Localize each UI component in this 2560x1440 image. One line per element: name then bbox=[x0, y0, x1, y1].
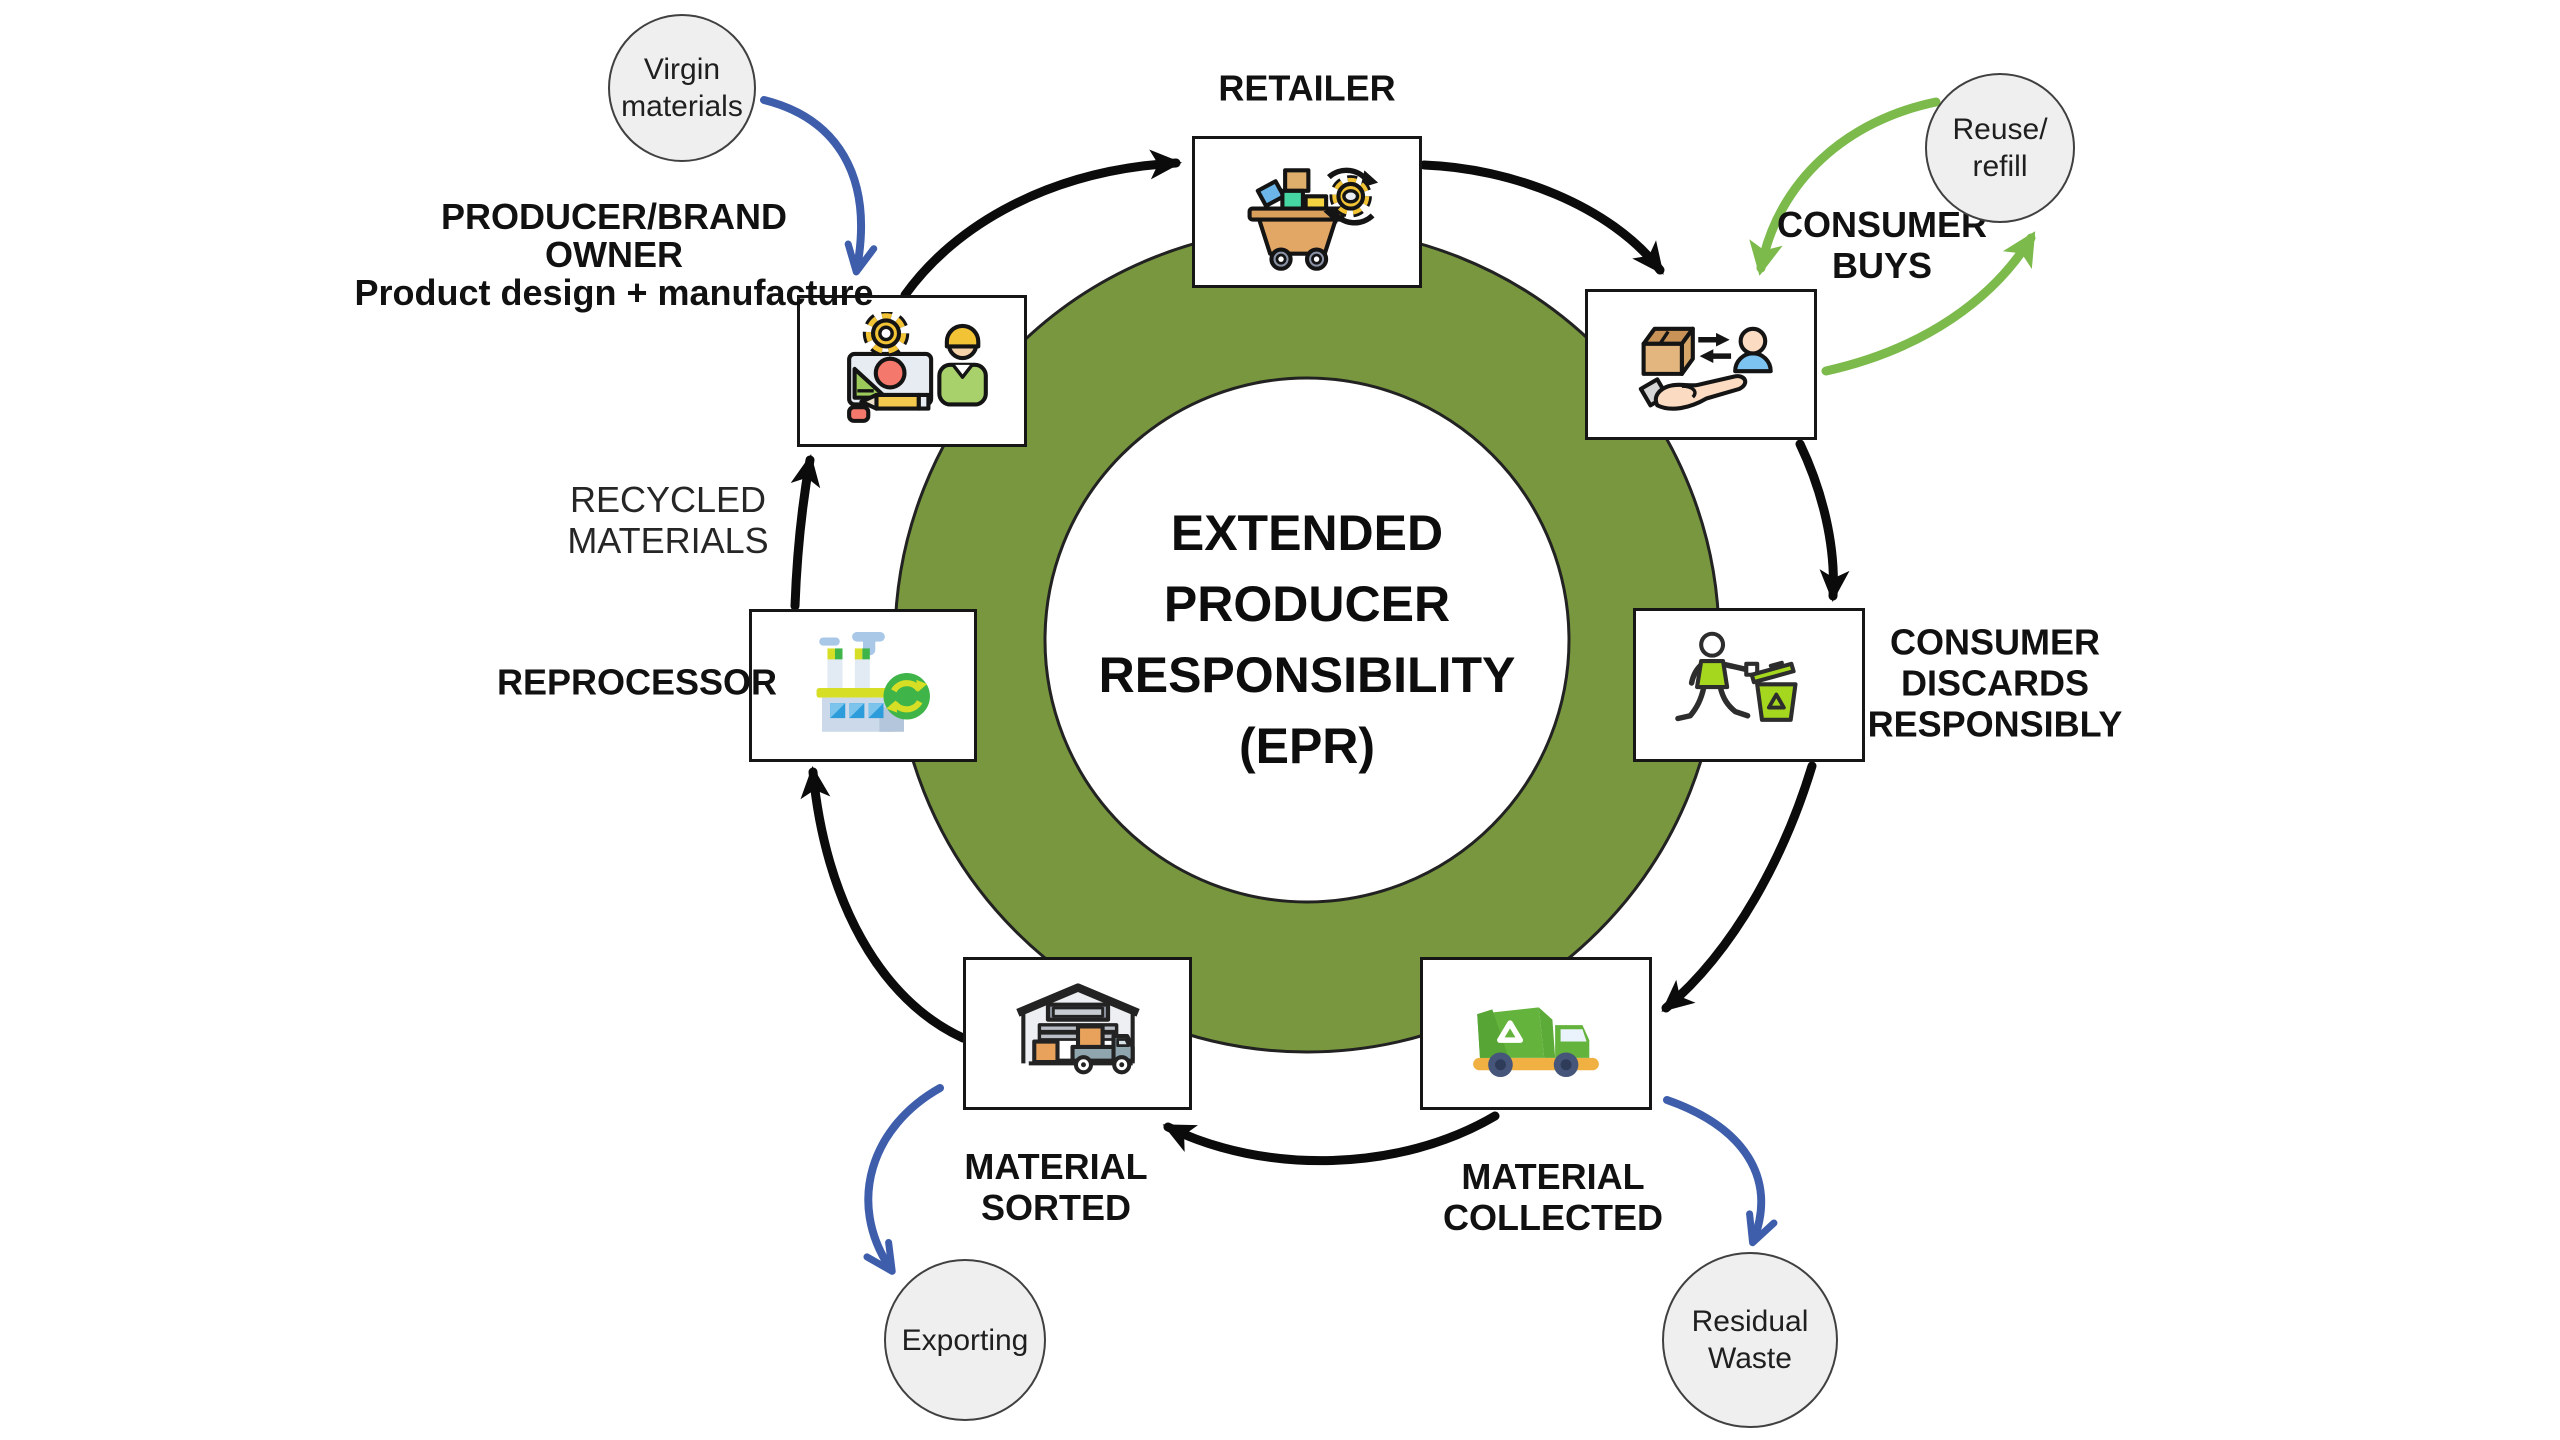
arrow-discards-to-collected bbox=[1661, 761, 1817, 1013]
arrow-consumer-buys-to-reuse bbox=[1821, 231, 2036, 376]
bubble-text: Exporting bbox=[901, 1323, 1029, 1357]
arrow-producer-to-retailer bbox=[900, 149, 1182, 300]
warehouse-sorting-icon bbox=[1015, 982, 1140, 1074]
label-consumer-discards: CONSUMER DISCARDS RESPONSIBLY bbox=[1867, 621, 2123, 745]
center-title-line: PRODUCER bbox=[1163, 576, 1451, 632]
epr-ring-inner bbox=[1043, 376, 1571, 904]
stage-box-material-sorted bbox=[963, 957, 1192, 1110]
purchase-handover-icon bbox=[1638, 326, 1773, 411]
stage-box-reprocessor bbox=[749, 609, 977, 762]
center-title-line: RESPONSIBILITY bbox=[1098, 647, 1516, 703]
center-title-line: EXTENDED bbox=[1170, 505, 1444, 561]
label-consumer-buys: CONSUMER BUYS bbox=[1776, 204, 1987, 286]
arrow-virgin-to-producer bbox=[760, 96, 878, 276]
stage-box-consumer-discards bbox=[1633, 608, 1865, 762]
label-retailer: RETAILER bbox=[1218, 67, 1396, 109]
bubble-reuse-refill: Reuse/ refill bbox=[1925, 73, 2075, 223]
label-producer-line2: OWNER bbox=[544, 234, 683, 275]
arrow-sorted-to-exporting bbox=[863, 1084, 944, 1275]
bubble-exporting: Exporting bbox=[884, 1259, 1046, 1421]
bubble-text: Residual bbox=[1691, 1305, 1809, 1338]
arrow-collected-to-sorted bbox=[1162, 1111, 1500, 1166]
person-recycling-bin-icon bbox=[1675, 631, 1798, 722]
label-producer: PRODUCER/BRAND OWNER Product design + ma… bbox=[354, 198, 873, 312]
bubble-text: Reuse/ bbox=[1952, 113, 2048, 146]
arrow-collected-to-residual bbox=[1663, 1096, 1778, 1247]
arrow-reprocessor-to-producer bbox=[790, 454, 821, 611]
stage-box-material-collected bbox=[1420, 957, 1652, 1110]
arrow-retailer-to-consumer-buys bbox=[1419, 160, 1665, 275]
label-material-collected: MATERIAL COLLECTED bbox=[1443, 1156, 1663, 1238]
bubble-virgin-materials: Virgin materials bbox=[608, 14, 756, 162]
label-material-sorted: MATERIAL SORTED bbox=[964, 1146, 1148, 1228]
retail-cart-icon bbox=[1247, 167, 1379, 271]
bubble-text: refill bbox=[1972, 150, 2028, 183]
bubble-text: Virgin bbox=[643, 53, 721, 86]
recycling-truck-icon bbox=[1473, 1006, 1599, 1077]
stage-box-producer bbox=[797, 295, 1027, 447]
label-recycled-materials: RECYCLED MATERIALS bbox=[567, 479, 769, 561]
arrow-sorted-to-reprocessor bbox=[800, 766, 968, 1043]
bubble-residual-waste: Residual Waste bbox=[1662, 1252, 1838, 1428]
arrow-consumer-buys-to-discards bbox=[1795, 439, 1850, 602]
center-title: EXTENDED PRODUCER RESPONSIBILITY (EPR) bbox=[1037, 498, 1577, 782]
center-title-line: (EPR) bbox=[1238, 718, 1376, 774]
bubble-text: Waste bbox=[1708, 1342, 1792, 1375]
label-reprocessor: REPROCESSOR bbox=[496, 661, 778, 703]
arrow-reuse-to-consumer-buys bbox=[1749, 97, 1941, 276]
product-design-manufacture-icon bbox=[847, 312, 988, 423]
bubble-text: materials bbox=[621, 90, 743, 123]
stage-box-retailer bbox=[1192, 136, 1422, 288]
label-producer-line1: PRODUCER/BRAND bbox=[440, 196, 788, 237]
label-producer-subtitle: Product design + manufacture bbox=[354, 272, 874, 313]
recycling-factory-icon bbox=[816, 631, 930, 732]
stage-box-consumer-buys bbox=[1585, 289, 1817, 440]
